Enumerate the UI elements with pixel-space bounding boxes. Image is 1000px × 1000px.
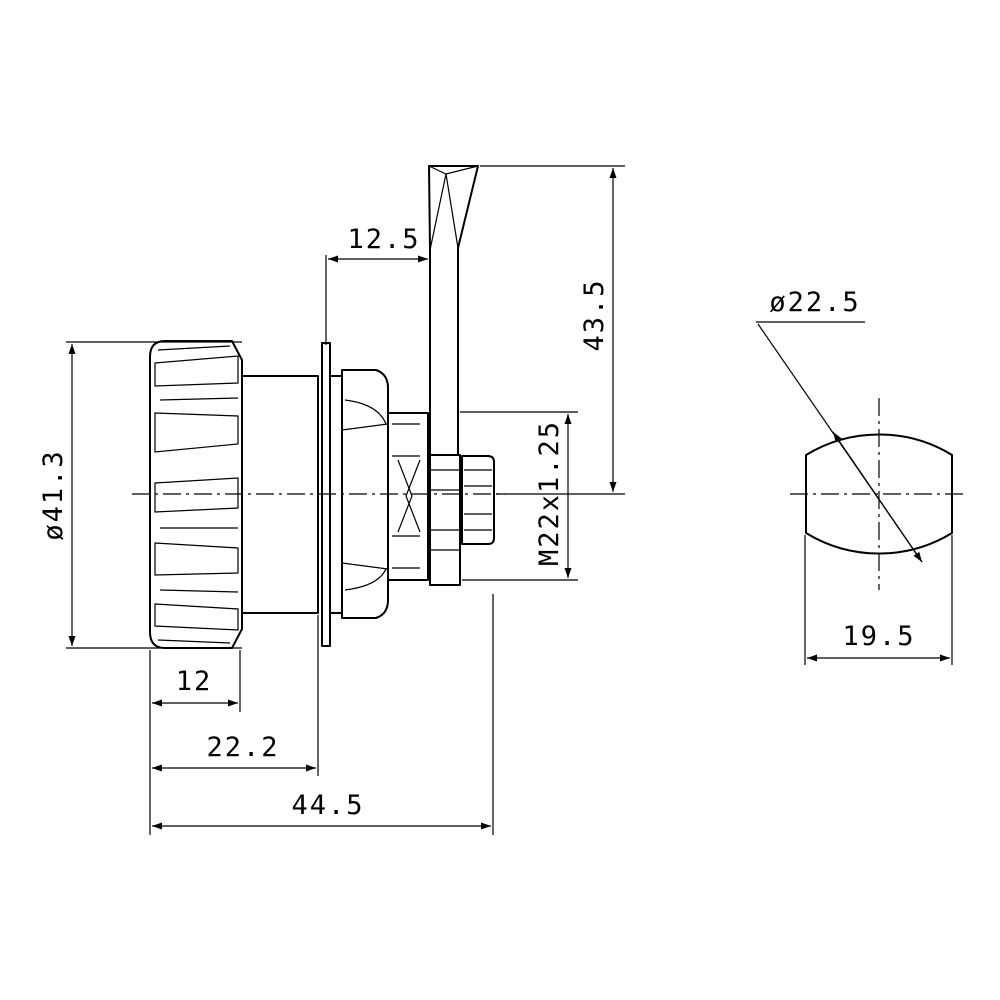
dim-lever-height: 43.5 — [579, 278, 610, 351]
threaded-shank — [387, 412, 429, 581]
cutout-view: ø22.5 19.5 — [756, 287, 965, 665]
dim-knob-diameter: ø41.3 — [38, 449, 69, 540]
dim-lever-offset: 12.5 — [347, 224, 420, 255]
dim-cutout-diameter: ø22.5 — [769, 287, 860, 318]
dim-overall-length: 44.5 — [291, 790, 364, 821]
side-view — [132, 165, 505, 649]
dim-knob-width: 12 — [176, 666, 213, 697]
dim-body-length: 22.2 — [206, 732, 279, 763]
dim-cutout-flat: 19.5 — [842, 621, 915, 652]
locking-nut — [429, 454, 495, 586]
side-view-dimensions: ø41.3 12 22.2 44.5 12.5 43.5 M22x1.25 — [38, 165, 625, 835]
dim-thread: M22x1.25 — [534, 420, 565, 566]
